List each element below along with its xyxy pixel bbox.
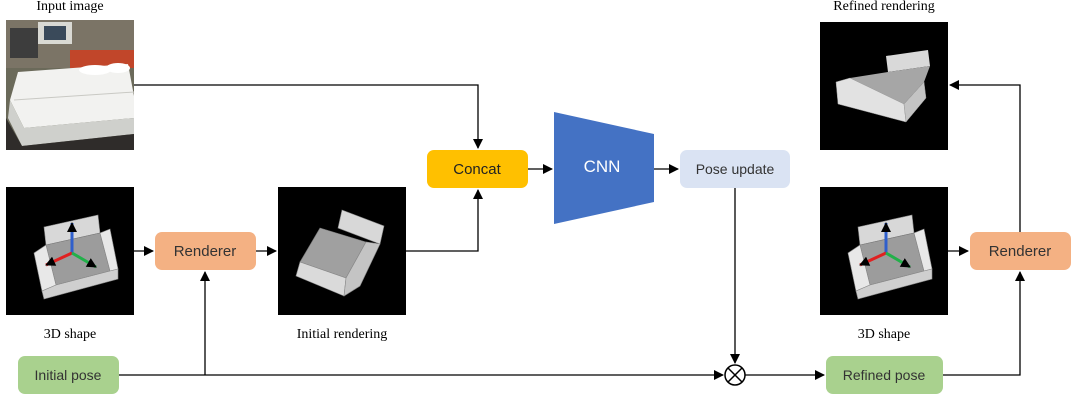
cnn-block: CNN <box>554 112 654 224</box>
initial-rendering-image <box>278 187 406 315</box>
concat-label: Concat <box>453 161 501 178</box>
refined-pose-box: Refined pose <box>826 356 943 394</box>
concat-box: Concat <box>427 150 528 188</box>
arrow-refined-pose-to-renderer <box>943 271 1025 376</box>
cnn-label: CNN <box>584 157 621 176</box>
pose-update-label: Pose update <box>696 161 775 177</box>
refined-rendering-caption: Refined rendering <box>833 0 934 14</box>
shape-left-image <box>6 187 134 315</box>
arrow-input-to-concat <box>134 84 483 149</box>
initial-pose-label: Initial pose <box>35 367 102 383</box>
renderer-right-label: Renderer <box>989 243 1052 260</box>
input-image <box>6 20 135 150</box>
renderer-left-label: Renderer <box>174 243 237 260</box>
multiply-node <box>724 364 746 386</box>
renderer-left-box: Renderer <box>155 232 256 270</box>
renderer-right-box: Renderer <box>970 232 1071 270</box>
shape-right-caption: 3D shape <box>858 327 911 342</box>
arrow-initial-rendering-to-concat <box>406 189 483 252</box>
refined-pose-label: Refined pose <box>843 367 926 383</box>
pose-update-box: Pose update <box>680 150 790 188</box>
shape-right-image <box>820 187 948 315</box>
initial-rendering-caption: Initial rendering <box>297 327 388 342</box>
arrow-renderer-to-refined-rendering <box>949 80 1021 232</box>
initial-pose-box: Initial pose <box>18 356 119 394</box>
shape-left-caption: 3D shape <box>44 327 97 342</box>
refined-rendering-image <box>820 22 948 150</box>
input-image-caption: Input image <box>36 0 103 14</box>
connectors <box>119 80 1025 380</box>
